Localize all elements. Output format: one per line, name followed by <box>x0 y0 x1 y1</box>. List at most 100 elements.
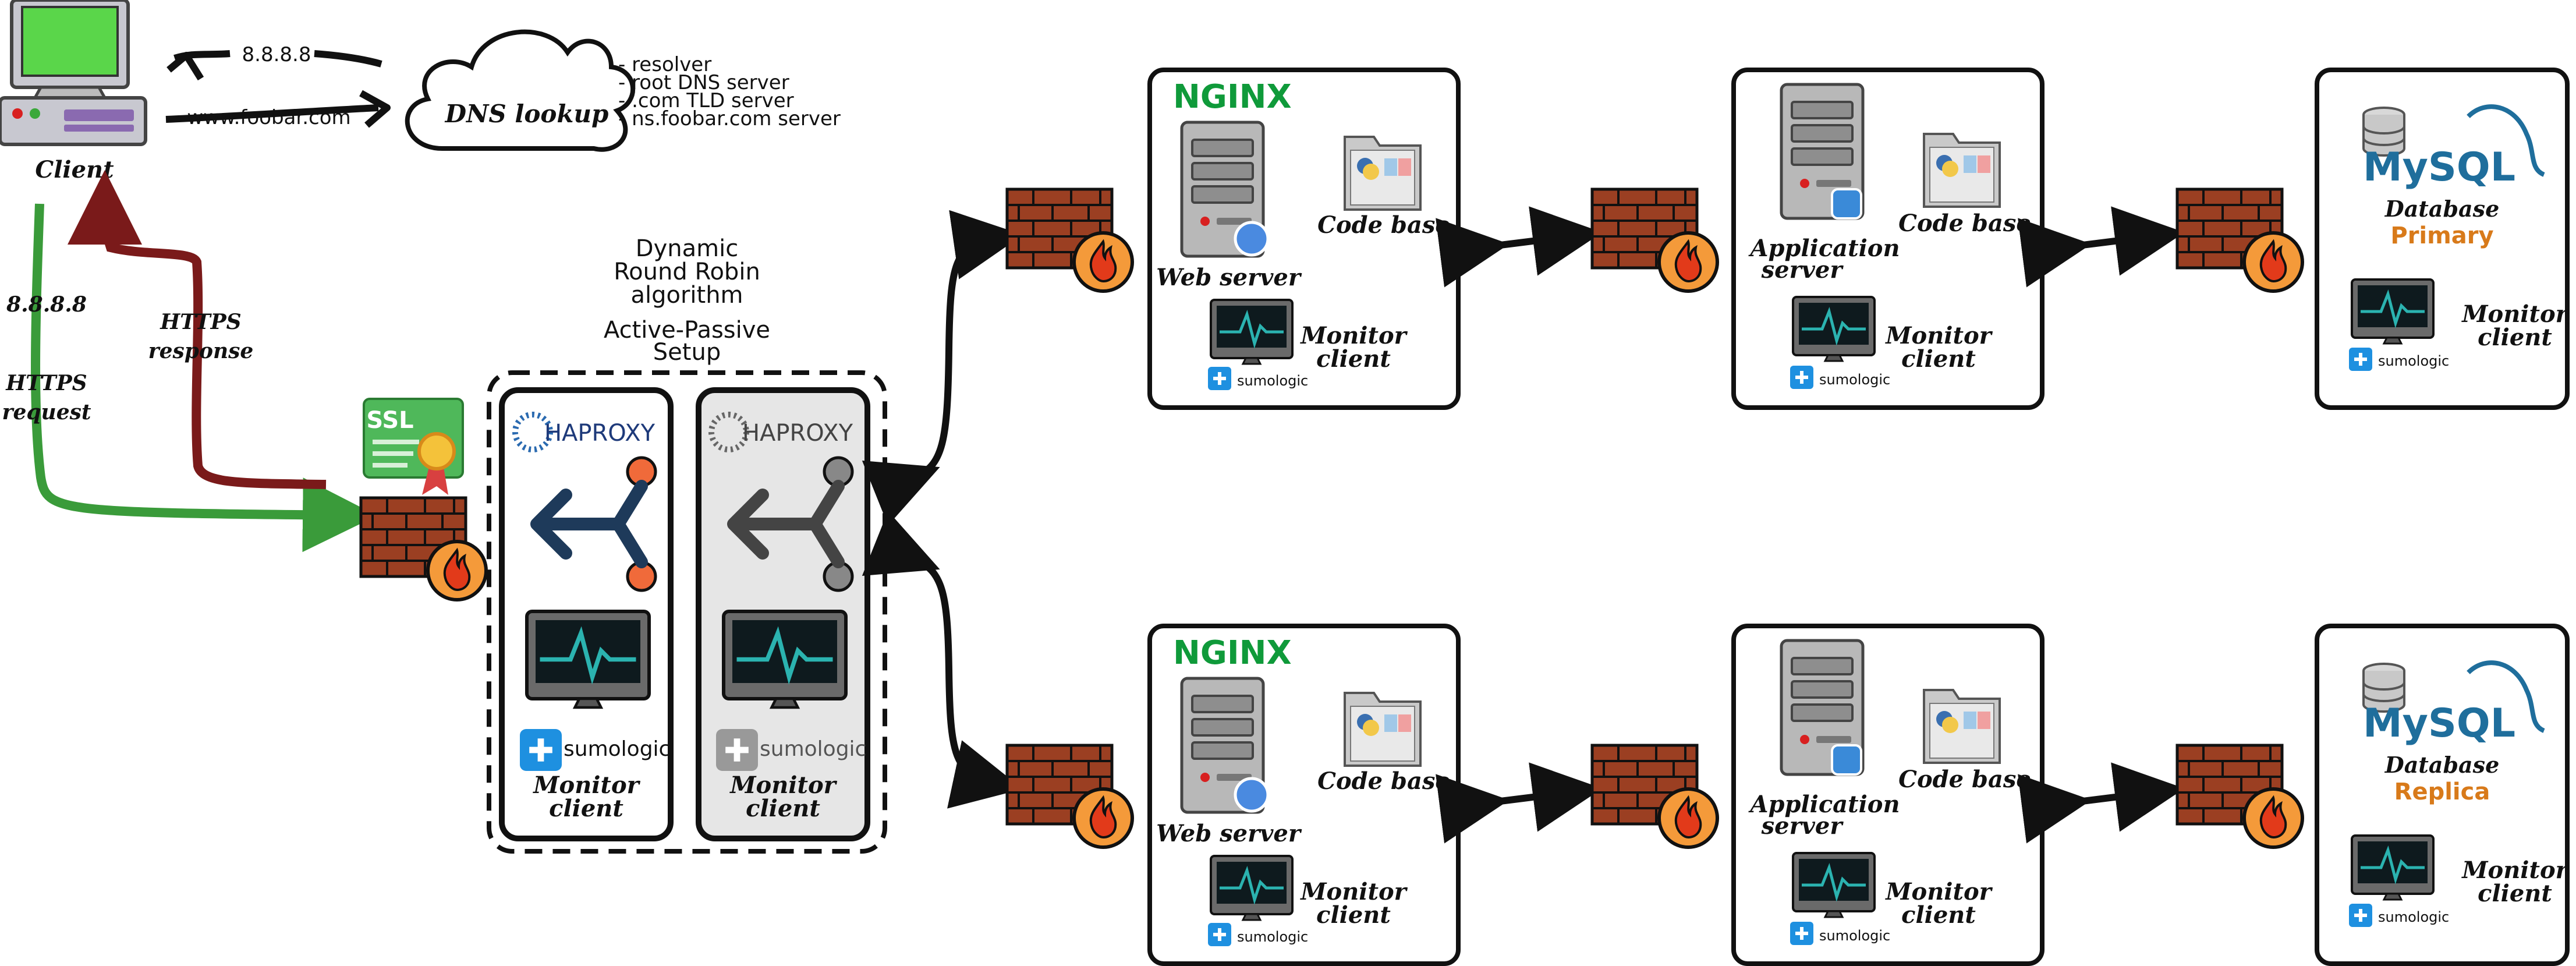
lb-setup-1: Active-Passive <box>604 317 770 344</box>
db-replica-box: MySQL Database Replica sumologic Monitor… <box>2315 624 2570 966</box>
db-label: Database <box>2384 196 2500 222</box>
nginx-logo: NGINX <box>1173 78 1292 116</box>
db-firewall-icon <box>2177 189 2302 291</box>
globe-icon <box>1234 777 1270 813</box>
dns-step-tld: - .com TLD server <box>618 89 794 112</box>
dns-query-ip: 8.8.8.8 <box>242 43 311 66</box>
https-response-arrow <box>68 170 327 489</box>
app-server-label-2: server <box>1761 256 1844 284</box>
client-computer-icon <box>0 0 147 146</box>
sumologic-icon <box>1790 366 1813 389</box>
mysql-logo: MySQL <box>2363 144 2515 190</box>
globe-icon <box>1234 221 1270 257</box>
code-base-label: Code base <box>1898 210 2031 237</box>
app-server-label-1: Application <box>1748 791 1900 818</box>
code-base-folder-icon <box>1923 133 2001 208</box>
monitor-client-label-1: Monitor <box>1884 878 1993 905</box>
monitor-client-label-1: Monitor <box>1299 878 1408 905</box>
monitor-client-label-1: Monitor <box>1299 322 1408 349</box>
sumologic-icon <box>1790 922 1813 945</box>
app-db-arrow <box>2018 762 2185 844</box>
db-firewall-icon <box>2177 745 2302 847</box>
lb-algorithm-1: Dynamic <box>636 235 738 262</box>
web-firewall-icon <box>1007 189 1132 291</box>
db-role: Primary <box>2390 222 2493 249</box>
monitor-icon <box>527 611 649 707</box>
sumologic-icon <box>1208 923 1231 946</box>
monitor-icon <box>1793 853 1875 917</box>
https-response-label-1: HTTPS <box>160 310 241 334</box>
ssl-label: SSL <box>366 407 413 434</box>
web-firewall-icon <box>1007 745 1132 847</box>
dns-cloud-icon <box>405 29 635 152</box>
app-firewall-icon <box>1592 189 1717 291</box>
dns-lookup-label: DNS lookup <box>445 100 609 128</box>
lb-to-web-bottom-arrow <box>862 511 1023 809</box>
monitor-client-label-1: Monitor <box>1884 322 1993 349</box>
sumologic-brand: sumologic <box>1237 373 1308 389</box>
app-icon <box>1831 188 1862 220</box>
sumologic-brand: sumologic <box>760 737 866 761</box>
monitor-client-label-2: client <box>1316 901 1391 929</box>
ssl-certificate-icon: SSL <box>363 398 464 495</box>
code-base-label: Code base <box>1317 211 1450 239</box>
code-base-label: Code base <box>1317 767 1450 795</box>
https-request-ip: 8.8.8.8 <box>6 292 87 317</box>
app-firewall-icon <box>1592 745 1717 847</box>
sumologic-icon <box>1208 367 1231 390</box>
sumologic-icon <box>2349 904 2372 927</box>
sumologic-brand: sumologic <box>1819 928 1890 944</box>
dns-steps-list: - resolver - root DNS server - .com TLD … <box>618 53 841 130</box>
monitor-client-label-2: client <box>1316 345 1391 373</box>
https-request-label-1: HTTPS <box>5 371 87 395</box>
web-server-box: NGINX Web server Code base sumologic Mon… <box>1147 624 1461 966</box>
monitor-icon <box>1793 297 1875 361</box>
monitor-client-label-2: client <box>746 795 820 822</box>
sumologic-icon <box>520 729 562 771</box>
haproxy-active-brand: HAPROXY <box>544 420 655 447</box>
monitor-client-label-1: Monitor <box>532 772 640 799</box>
mysql-logo: MySQL <box>2363 700 2515 746</box>
app-server-label-2: server <box>1761 812 1844 840</box>
lb-algorithm-labels: Dynamic Round Robin algorithm Active-Pas… <box>604 235 770 366</box>
edge-firewall-icon <box>361 498 486 600</box>
monitor-icon <box>1211 300 1292 364</box>
code-base-folder-icon <box>1344 136 1422 211</box>
monitor-icon <box>2352 279 2433 344</box>
sumologic-brand: sumologic <box>1237 929 1308 945</box>
dns-query-arrows <box>165 50 391 128</box>
nginx-logo: NGINX <box>1173 634 1292 672</box>
monitor-client-label-1: Monitor <box>2461 857 2569 884</box>
monitor-client-label-1: Monitor <box>729 772 837 799</box>
sumologic-brand: sumologic <box>564 737 670 761</box>
haproxy-logo-icon <box>708 412 749 452</box>
lb-algorithm-3: algorithm <box>630 282 743 309</box>
monitor-client-label-1: Monitor <box>2461 300 2569 328</box>
sumologic-icon <box>716 729 758 771</box>
mysql-dolphin-icon <box>2467 104 2545 177</box>
web-app-arrow <box>1436 762 1603 844</box>
https-response-label-2: response <box>148 339 254 363</box>
dns-step-resolver: - resolver <box>618 53 711 76</box>
app-server-box: Application server Code base sumologic M… <box>1731 624 2044 966</box>
code-base-label: Code base <box>1898 766 2031 793</box>
app-server-box: Application server Code base sumologic M… <box>1731 68 2044 410</box>
web-server-label: Web server <box>1156 820 1302 847</box>
haproxy-active-node: HAPROXY sumologic Monitor client <box>499 387 674 841</box>
monitor-client-label-2: client <box>1901 901 1976 929</box>
https-request-arrow <box>31 203 377 553</box>
haproxy-logo-icon <box>512 412 553 452</box>
haproxy-passive-brand: HAPROXY <box>742 420 853 447</box>
db-role: Replica <box>2394 779 2490 805</box>
monitor-client-label-2: client <box>549 795 623 822</box>
monitor-client-label-2: client <box>2478 880 2552 907</box>
lb-setup-2: Setup <box>653 339 721 366</box>
monitor-client-label-2: client <box>1901 345 1976 373</box>
dns-query-domain: www.foobar.com <box>187 106 350 129</box>
web-server-label: Web server <box>1156 264 1302 291</box>
db-label: Database <box>2384 752 2500 778</box>
sumologic-icon <box>2349 348 2372 371</box>
sumologic-brand: sumologic <box>2378 909 2449 925</box>
lb-to-web-top-arrow <box>862 210 1023 526</box>
